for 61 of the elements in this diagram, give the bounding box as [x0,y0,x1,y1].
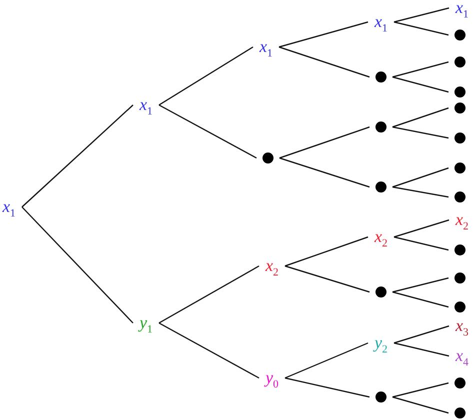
tree-branch [284,377,370,398]
dot-node [454,408,466,418]
variable-label: y$_{1}$ [135,314,157,332]
tree-branch [158,46,254,106]
variable-label: x$_{3}$ [451,317,473,335]
variable-label: y$_{2}$ [370,334,392,352]
dot-node [454,30,466,40]
tree-branch [278,46,370,78]
tree-branch [394,7,450,23]
dot-node [454,272,466,284]
tree-branch [158,322,260,379]
dot-node [454,56,466,68]
variable-label: x$_{4}$ [451,347,473,365]
dot-node [454,378,466,388]
tree-branch [22,104,134,208]
tree-branch [392,107,449,128]
tree-branch [392,396,449,414]
tree-branch [279,126,370,159]
dot-node [376,122,386,132]
tree-branch [392,186,449,198]
tree-branch [158,265,260,324]
tree-branch [392,167,449,188]
tree-branch [158,104,257,159]
variable-label: y$_{0}$ [261,369,283,387]
variable-label: x$_{1}$ [0,198,20,216]
tree-branch [22,206,134,324]
dot-node [376,392,386,402]
tree-branch [394,236,449,251]
tree-branch [392,277,449,293]
dot-node [454,302,466,312]
dot-node [454,192,466,202]
tree-branch [394,21,449,36]
tree-branch [394,325,450,344]
tree-branch [279,157,370,188]
dot-node [454,86,466,98]
tree-branch [394,219,450,238]
variable-label: x$_{1}$ [370,13,392,31]
tree-branch [392,61,449,78]
tree-branch [392,76,449,93]
tree-branch [284,265,370,293]
tree-branch [392,126,449,139]
dot-node [262,152,274,164]
dot-node [454,162,466,174]
tree-branch [392,382,449,398]
variable-label: x$_{1}$ [255,38,277,56]
dot-node [454,132,466,144]
variable-label: x$_{2}$ [261,257,283,275]
dot-node [376,286,386,298]
tree-branch [284,236,368,267]
variable-label: x$_{2}$ [451,211,473,229]
variable-label: x$_{1}$ [451,0,473,17]
tree-branch [392,291,449,308]
dot-node [376,72,386,82]
tree-branch [394,342,450,357]
tree-branch [284,342,368,379]
dot-node [376,182,386,192]
dot-node [454,244,466,256]
dot-node [454,102,466,114]
tree-branch [278,21,368,48]
variable-label: x$_{2}$ [370,228,392,246]
variable-label: x$_{1}$ [135,96,157,114]
